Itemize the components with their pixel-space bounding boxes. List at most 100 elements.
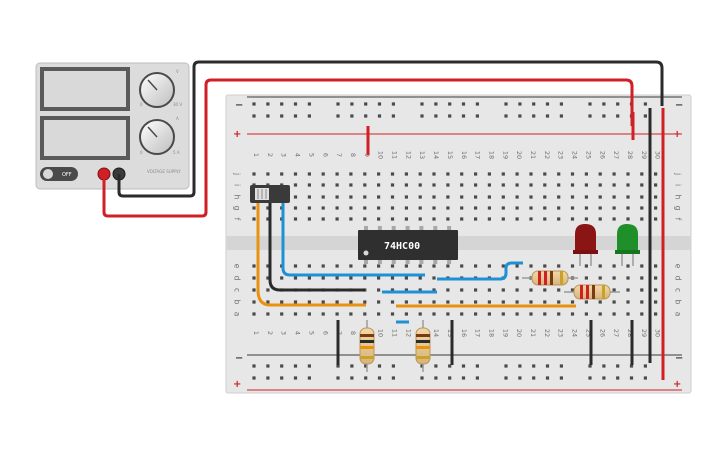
hole-f25[interactable] <box>584 217 588 221</box>
rail-hole-3-1-2[interactable] <box>364 376 368 380</box>
hole-a21[interactable] <box>529 312 533 316</box>
hole-f17[interactable] <box>474 217 478 221</box>
rail-hole-0-4-4[interactable] <box>643 102 647 106</box>
rail-hole-3-2-3[interactable] <box>461 376 466 380</box>
hole-i12[interactable] <box>404 183 408 187</box>
hole-a10[interactable] <box>377 312 381 316</box>
hole-b13[interactable] <box>418 300 422 304</box>
hole-j11[interactable] <box>390 172 395 176</box>
hole-j7[interactable] <box>335 172 339 176</box>
rail-hole-3-3-2[interactable] <box>532 376 536 380</box>
hole-a24[interactable] <box>570 312 575 316</box>
hole-d30[interactable] <box>654 276 658 280</box>
hole-b11[interactable] <box>390 300 395 304</box>
hole-i16[interactable] <box>460 183 464 187</box>
hole-j30[interactable] <box>654 172 658 176</box>
hole-c17[interactable] <box>474 288 478 292</box>
rail-hole-2-0-4[interactable] <box>307 364 311 368</box>
hole-f28[interactable] <box>626 217 630 221</box>
led-green[interactable] <box>615 224 640 266</box>
hole-e19[interactable] <box>501 264 505 268</box>
hole-f10[interactable] <box>377 217 381 221</box>
rail-hole-2-3-3[interactable] <box>545 364 550 368</box>
hole-c20[interactable] <box>515 288 519 292</box>
rail-hole-1-4-2[interactable] <box>616 114 620 118</box>
hole-e17[interactable] <box>474 264 478 268</box>
rail-hole-3-3-3[interactable] <box>545 376 550 380</box>
hole-h15[interactable] <box>446 195 450 199</box>
rail-hole-1-3-3[interactable] <box>545 114 550 118</box>
hole-f4[interactable] <box>293 217 298 221</box>
hole-b14[interactable] <box>432 300 436 304</box>
hole-d9[interactable] <box>363 276 367 280</box>
hole-a29[interactable] <box>640 312 644 316</box>
hole-h29[interactable] <box>640 195 644 199</box>
rail-hole-0-1-1[interactable] <box>350 102 354 106</box>
hole-f26[interactable] <box>598 217 602 221</box>
hole-j28[interactable] <box>626 172 630 176</box>
hole-b16[interactable] <box>460 300 464 304</box>
hole-e21[interactable] <box>529 264 533 268</box>
hole-a2[interactable] <box>266 312 270 316</box>
rail-hole-2-2-2[interactable] <box>448 364 452 368</box>
rail-hole-2-0-3[interactable] <box>293 364 298 368</box>
chip-74hc00[interactable]: 74HC00 <box>358 226 458 264</box>
rail-hole-0-4-1[interactable] <box>602 102 606 106</box>
hole-g5[interactable] <box>307 206 311 210</box>
hole-i27[interactable] <box>612 183 616 187</box>
hole-c18[interactable] <box>487 288 491 292</box>
hole-g13[interactable] <box>418 206 422 210</box>
hole-b15[interactable] <box>446 300 450 304</box>
hole-g8[interactable] <box>349 206 353 210</box>
rail-hole-1-0-4[interactable] <box>307 114 311 118</box>
resistor-2[interactable] <box>564 284 620 300</box>
rail-hole-3-1-0[interactable] <box>336 376 340 380</box>
rail-hole-2-1-3[interactable] <box>377 364 382 368</box>
hole-i6[interactable] <box>321 183 325 187</box>
hole-b21[interactable] <box>529 300 533 304</box>
hole-h4[interactable] <box>293 195 298 199</box>
hole-b7[interactable] <box>335 300 339 304</box>
hole-a3[interactable] <box>280 312 284 316</box>
hole-f8[interactable] <box>349 217 353 221</box>
rail-hole-2-3-0[interactable] <box>504 364 508 368</box>
rail-hole-0-3-0[interactable] <box>504 102 508 106</box>
hole-g18[interactable] <box>487 206 491 210</box>
hole-g26[interactable] <box>598 206 602 210</box>
rail-hole-2-0-2[interactable] <box>280 364 284 368</box>
hole-e7[interactable] <box>335 264 339 268</box>
rail-hole-2-3-2[interactable] <box>532 364 536 368</box>
rail-hole-1-4-1[interactable] <box>602 114 606 118</box>
hole-j21[interactable] <box>529 172 533 176</box>
rail-hole-3-0-3[interactable] <box>293 376 298 380</box>
hole-i8[interactable] <box>349 183 353 187</box>
hole-d8[interactable] <box>349 276 353 280</box>
hole-d2[interactable] <box>266 276 270 280</box>
hole-j27[interactable] <box>612 172 616 176</box>
hole-d11[interactable] <box>390 276 395 280</box>
hole-c19[interactable] <box>501 288 505 292</box>
rail-hole-3-0-4[interactable] <box>307 376 311 380</box>
rail-hole-2-1-0[interactable] <box>336 364 340 368</box>
hole-e14[interactable] <box>432 264 436 268</box>
hole-b27[interactable] <box>612 300 616 304</box>
hole-j6[interactable] <box>321 172 325 176</box>
hole-i19[interactable] <box>501 183 505 187</box>
rail-hole-0-1-3[interactable] <box>377 102 382 106</box>
rail-hole-2-1-1[interactable] <box>350 364 354 368</box>
hole-a11[interactable] <box>390 312 395 316</box>
hole-e20[interactable] <box>515 264 519 268</box>
rail-hole-0-0-4[interactable] <box>307 102 311 106</box>
hole-b6[interactable] <box>321 300 325 304</box>
rail-hole-0-1-0[interactable] <box>336 102 340 106</box>
rail-hole-2-2-1[interactable] <box>434 364 438 368</box>
hole-f23[interactable] <box>557 217 561 221</box>
hole-g25[interactable] <box>584 206 588 210</box>
hole-h17[interactable] <box>474 195 478 199</box>
hole-h21[interactable] <box>529 195 533 199</box>
rail-hole-0-2-1[interactable] <box>434 102 438 106</box>
hole-g6[interactable] <box>321 206 325 210</box>
wire-blue-switch[interactable] <box>281 200 425 277</box>
hole-f1[interactable] <box>252 217 256 221</box>
rail-hole-1-4-0[interactable] <box>588 114 592 118</box>
